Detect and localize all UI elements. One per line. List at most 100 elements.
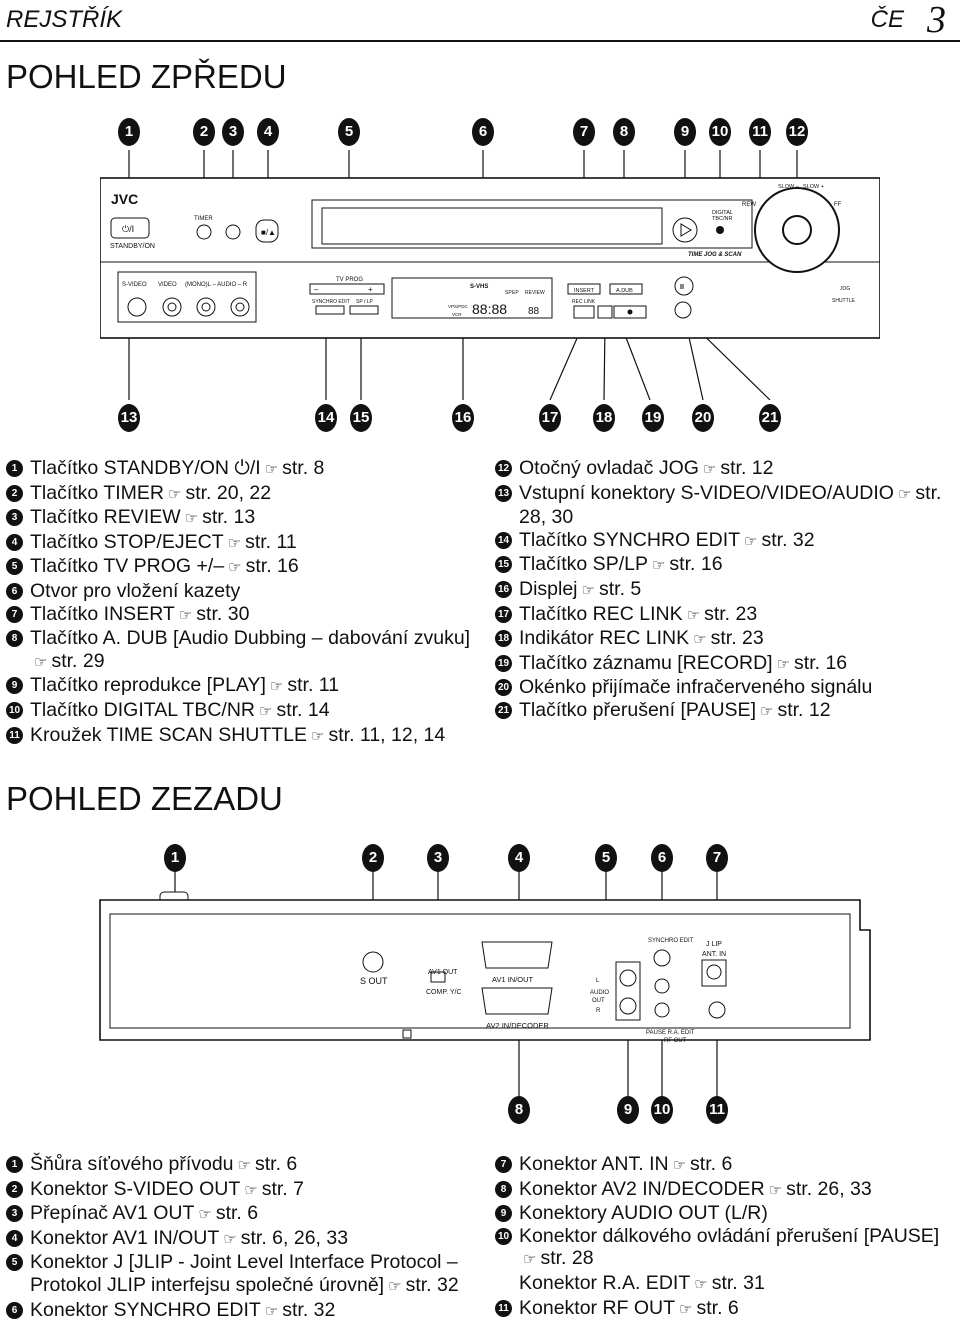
item-page-reference: str. 5 <box>598 577 642 600</box>
item-text: Tlačítko REC LINK <box>519 602 683 625</box>
item-text: Tlačítko reprodukce [PLAY] <box>30 674 266 697</box>
pointing-hand-icon: ☞ <box>264 1302 279 1320</box>
item-text: Tlačítko záznamu [RECORD] <box>519 651 773 674</box>
svg-text:OUT: OUT <box>592 998 605 1004</box>
item-page-reference: str. 23 <box>710 627 764 650</box>
svg-text:ANT. IN: ANT. IN <box>702 951 726 958</box>
item-number-badge: 10 <box>6 701 23 719</box>
item-number-badge: 11 <box>495 1299 512 1317</box>
front-top-callout-5: 5 <box>338 118 360 146</box>
item-page-reference: str. 7 <box>261 1177 304 1200</box>
svg-text:TV PROG: TV PROG <box>336 277 363 283</box>
rear-top-callout-6: 6 <box>651 844 673 872</box>
item-number-badge: 11 <box>6 726 23 744</box>
front-top-callout-10: 10 <box>709 118 731 146</box>
rear-top-callout-7: 7 <box>706 844 728 872</box>
item-page-reference: str. 14 <box>276 698 330 721</box>
pointing-hand-icon: ☞ <box>178 606 193 624</box>
svg-text:PAUSE R.A. EDIT: PAUSE R.A. EDIT <box>646 1030 695 1036</box>
item-text: Otočný ovladač JOG <box>519 457 699 479</box>
front-top-callout-12: 12 <box>786 118 808 146</box>
svg-text:AV1 IN/OUT: AV1 IN/OUT <box>492 975 534 984</box>
item-text: Konektor RF OUT <box>519 1296 676 1319</box>
front-top-callout-4: 4 <box>257 118 279 146</box>
page-number: 3 <box>927 0 946 41</box>
rear-right-item: Konektor R.A. EDIT☞str. 31 <box>495 1272 955 1297</box>
item-text: Tlačítko TV PROG +/– <box>30 555 225 578</box>
front-left-item: 8 Tlačítko A. DUB [Audio Dubbing – dabová… <box>6 627 476 674</box>
item-number-badge: 1 <box>6 1156 23 1173</box>
item-text: Tlačítko SYNCHRO EDIT <box>519 528 741 551</box>
item-number-badge: 19 <box>495 654 512 672</box>
item-text: Přepínač AV1 OUT <box>30 1202 195 1225</box>
rear-bottom-callout-8: 8 <box>508 1096 530 1124</box>
item-text: Konektor ANT. IN <box>519 1153 669 1175</box>
svg-text:VIDEO: VIDEO <box>158 282 177 288</box>
item-number-badge: 17 <box>495 605 512 623</box>
item-page-reference: str. 6 <box>215 1202 259 1225</box>
pointing-hand-icon: ☞ <box>168 485 182 503</box>
front-bottom-callout-13: 13 <box>118 404 140 432</box>
svg-text:AUDIO: AUDIO <box>590 990 609 996</box>
item-text: Konektor AV2 IN/DECODER <box>519 1177 765 1200</box>
item-text: Konektor AV1 IN/OUT <box>30 1226 220 1249</box>
pointing-hand-icon: ☞ <box>672 1157 687 1174</box>
item-page-reference: str. 6, 26, 33 <box>240 1226 349 1249</box>
svg-text:SP / LP: SP / LP <box>356 299 374 305</box>
item-number-badge: 6 <box>6 582 23 600</box>
pointing-hand-icon: ☞ <box>744 532 758 550</box>
item-page-reference: str. 16 <box>669 553 723 576</box>
pointing-hand-icon: ☞ <box>702 461 717 478</box>
svg-text:JOG: JOG <box>840 286 850 292</box>
item-number-badge: 7 <box>495 1156 512 1173</box>
pointing-hand-icon: ☞ <box>244 1181 258 1199</box>
item-number-badge: 4 <box>6 533 23 551</box>
front-bottom-callout-21: 21 <box>759 404 781 432</box>
header-title: REJSTŘÍK <box>6 6 123 33</box>
item-number-badge: 9 <box>6 677 23 695</box>
item-text: Konektor dálkového ovládání přerušení [P… <box>519 1224 940 1247</box>
item-page-reference: str. 13 <box>202 506 256 529</box>
pointing-hand-icon: ☞ <box>227 534 242 552</box>
front-bottom-callout-16: 16 <box>452 404 474 432</box>
item-number-badge: 8 <box>6 630 23 648</box>
item-number-badge: 18 <box>495 630 512 648</box>
svg-text:SLOW –: SLOW – <box>778 184 800 190</box>
item-page-reference: str. 23 <box>704 602 758 625</box>
svg-text:AV1 OUT: AV1 OUT <box>428 969 458 976</box>
svg-text:S-VIDEO: S-VIDEO <box>122 282 147 288</box>
item-page-reference: str. 6 <box>696 1296 739 1319</box>
front-top-callout-8: 8 <box>613 118 635 146</box>
page-header: REJSTŘÍK ČE 3 <box>0 0 960 42</box>
item-text: Okénko přijímače infračerveného signálu <box>519 676 873 699</box>
item-text: Konektor J [JLIP - Joint Level Interface… <box>30 1251 458 1296</box>
pointing-hand-icon: ☞ <box>259 702 273 720</box>
item-number-badge: 4 <box>6 1229 23 1247</box>
rear-top-callout-2: 2 <box>362 844 384 872</box>
pointing-hand-icon: ☞ <box>228 559 242 577</box>
item-text: Tlačítko STOP/EJECT <box>30 530 224 553</box>
item-page-reference: str. 26, 33 <box>786 1177 872 1200</box>
rear-bottom-callout-9: 9 <box>617 1096 639 1124</box>
item-page-reference: str. 32 <box>761 528 815 551</box>
item-page-reference: str. 30 <box>196 602 250 625</box>
item-number-badge: 15 <box>495 556 512 574</box>
item-text: Tlačítko A. DUB [Audio Dubbing – dabován… <box>30 627 471 650</box>
svg-text:S-VHS: S-VHS <box>470 284 488 290</box>
